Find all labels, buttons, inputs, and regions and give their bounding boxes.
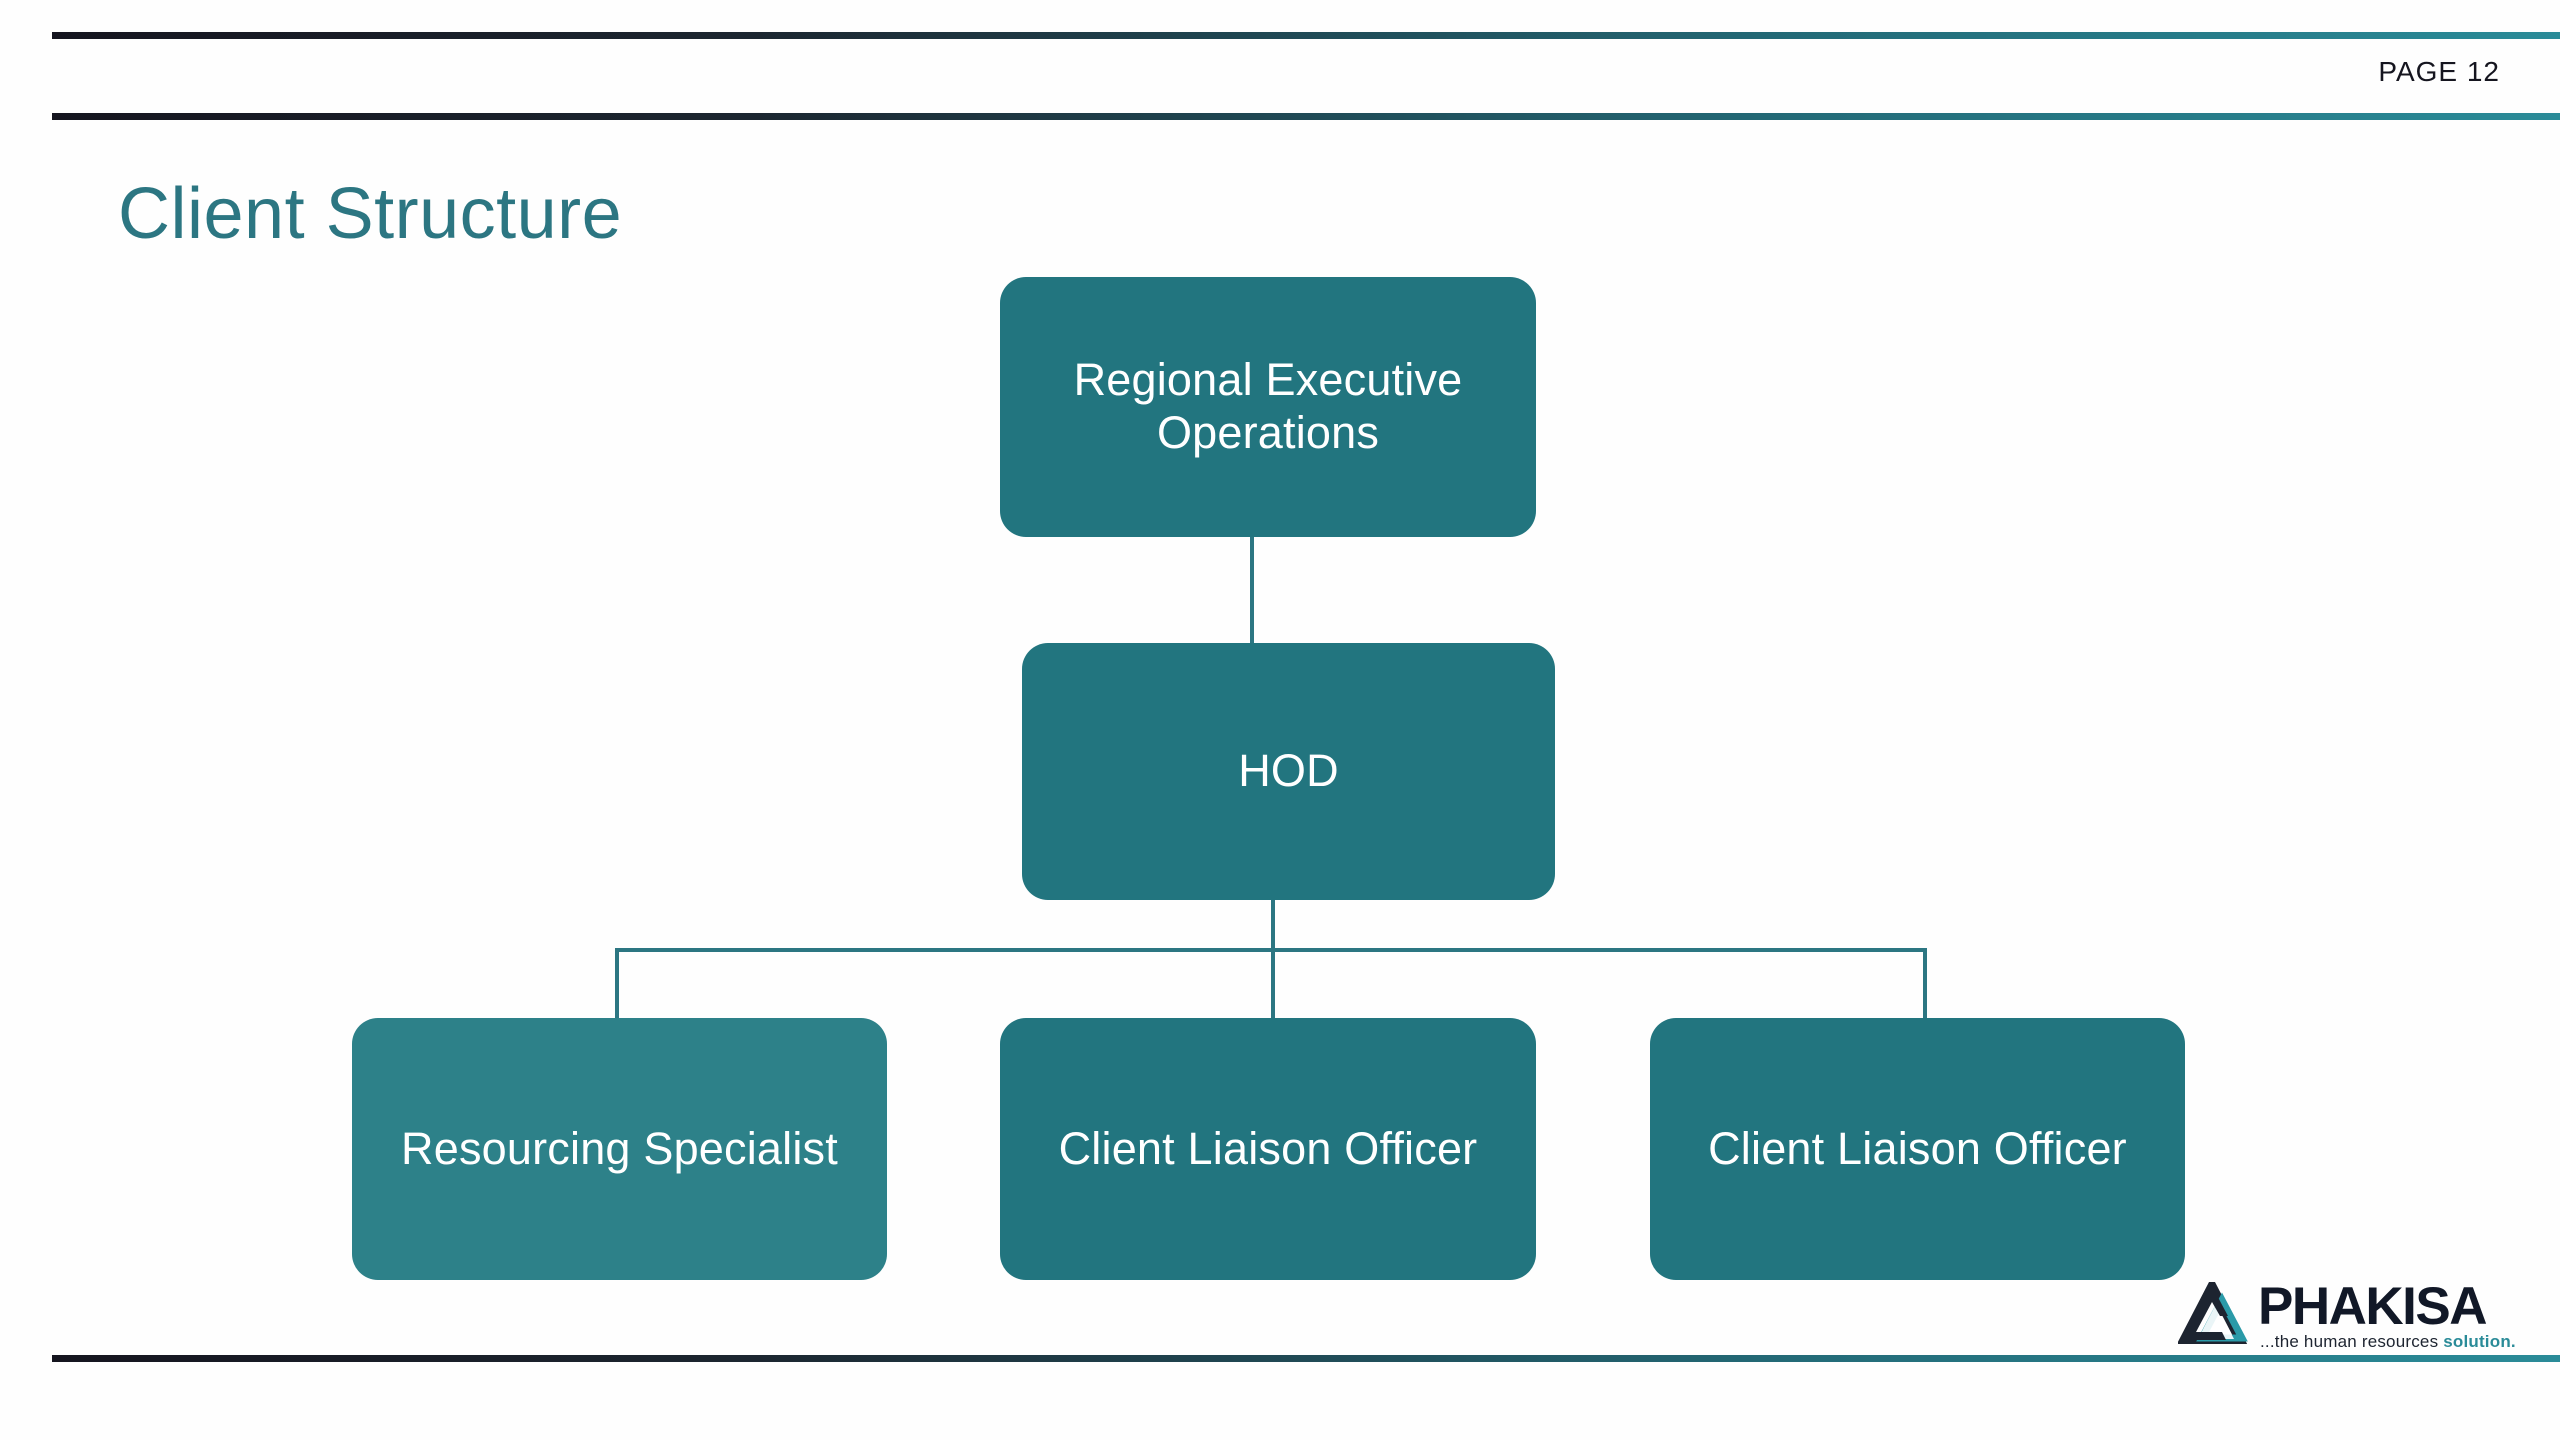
connector-root-to-hod bbox=[1250, 537, 1254, 643]
org-node-client-liaison-officer-2[interactable]: Client Liaison Officer bbox=[1650, 1018, 2185, 1280]
org-node-resourcing-specialist[interactable]: Resourcing Specialist bbox=[352, 1018, 887, 1280]
connector-drop-left bbox=[615, 948, 619, 1018]
header-rule-top bbox=[52, 32, 2560, 39]
header-rule-bottom bbox=[52, 113, 2560, 120]
tagline-accent: solution. bbox=[2443, 1332, 2516, 1351]
phakisa-triangle-icon bbox=[2176, 1276, 2250, 1345]
page-number-label: PAGE 12 bbox=[2378, 56, 2500, 87]
org-node-hod[interactable]: HOD bbox=[1022, 643, 1555, 900]
phakisa-tagline: ...the human resources solution. bbox=[2260, 1332, 2516, 1352]
footer-rule bbox=[52, 1355, 2560, 1362]
org-node-regional-executive-operations[interactable]: Regional Executive Operations bbox=[1000, 277, 1536, 537]
connector-hod-stem bbox=[1271, 900, 1275, 1018]
phakisa-wordmark: PHAKISA bbox=[2258, 1277, 2488, 1336]
connector-drop-right bbox=[1923, 948, 1927, 1018]
page-title: Client Structure bbox=[118, 174, 623, 254]
connector-horizontal-bus bbox=[615, 948, 1927, 952]
phakisa-logo: PHAKISA ...the human resources solution. bbox=[2176, 1276, 2528, 1354]
tagline-prefix: ...the human resources bbox=[2260, 1332, 2444, 1351]
org-node-client-liaison-officer-1[interactable]: Client Liaison Officer bbox=[1000, 1018, 1536, 1280]
